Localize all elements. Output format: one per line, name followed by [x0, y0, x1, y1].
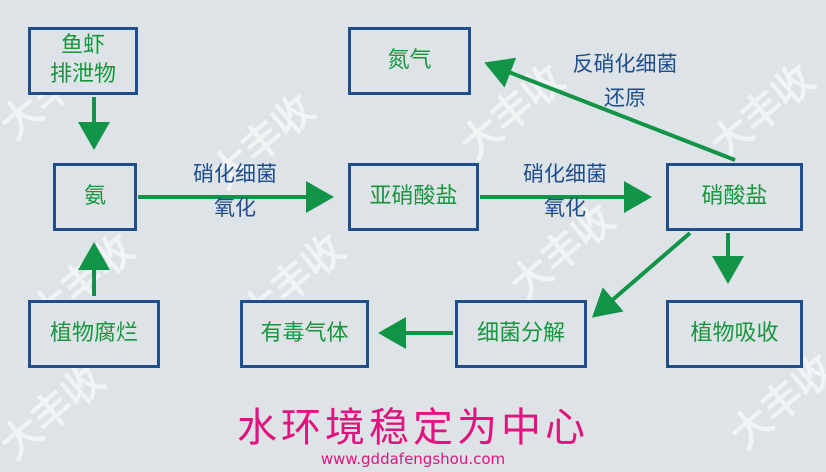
node-nitrate: 硝酸盐 — [666, 163, 803, 231]
node-plant-absorption: 植物吸收 — [666, 300, 803, 368]
edge-label-ammonia-nitrite: 硝化细菌 氧化 — [193, 162, 277, 220]
node-fish-waste: 鱼虾 排泄物 — [28, 27, 138, 95]
node-bacterial-decomposition: 细菌分解 — [455, 300, 587, 368]
diagram-title: 水环境稳定为中心 — [237, 405, 589, 451]
node-nitrite: 亚硝酸盐 — [348, 163, 479, 231]
node-plant-decay: 植物腐烂 — [28, 300, 160, 368]
website-url: www.gddafengshou.com — [320, 450, 506, 468]
arrow-nitrate-to-bacteria — [591, 231, 692, 318]
arrow-nitrate-to-nitrogen — [484, 57, 736, 162]
node-nitrogen: 氮气 — [348, 27, 471, 95]
node-toxic-gas: 有毒气体 — [240, 300, 369, 368]
edge-label-nitrite-nitrate: 硝化细菌 氧化 — [523, 162, 607, 220]
edge-label-nitrate-nitrogen: 反硝化细菌 还原 — [572, 52, 678, 110]
node-ammonia: 氨 — [53, 163, 137, 231]
